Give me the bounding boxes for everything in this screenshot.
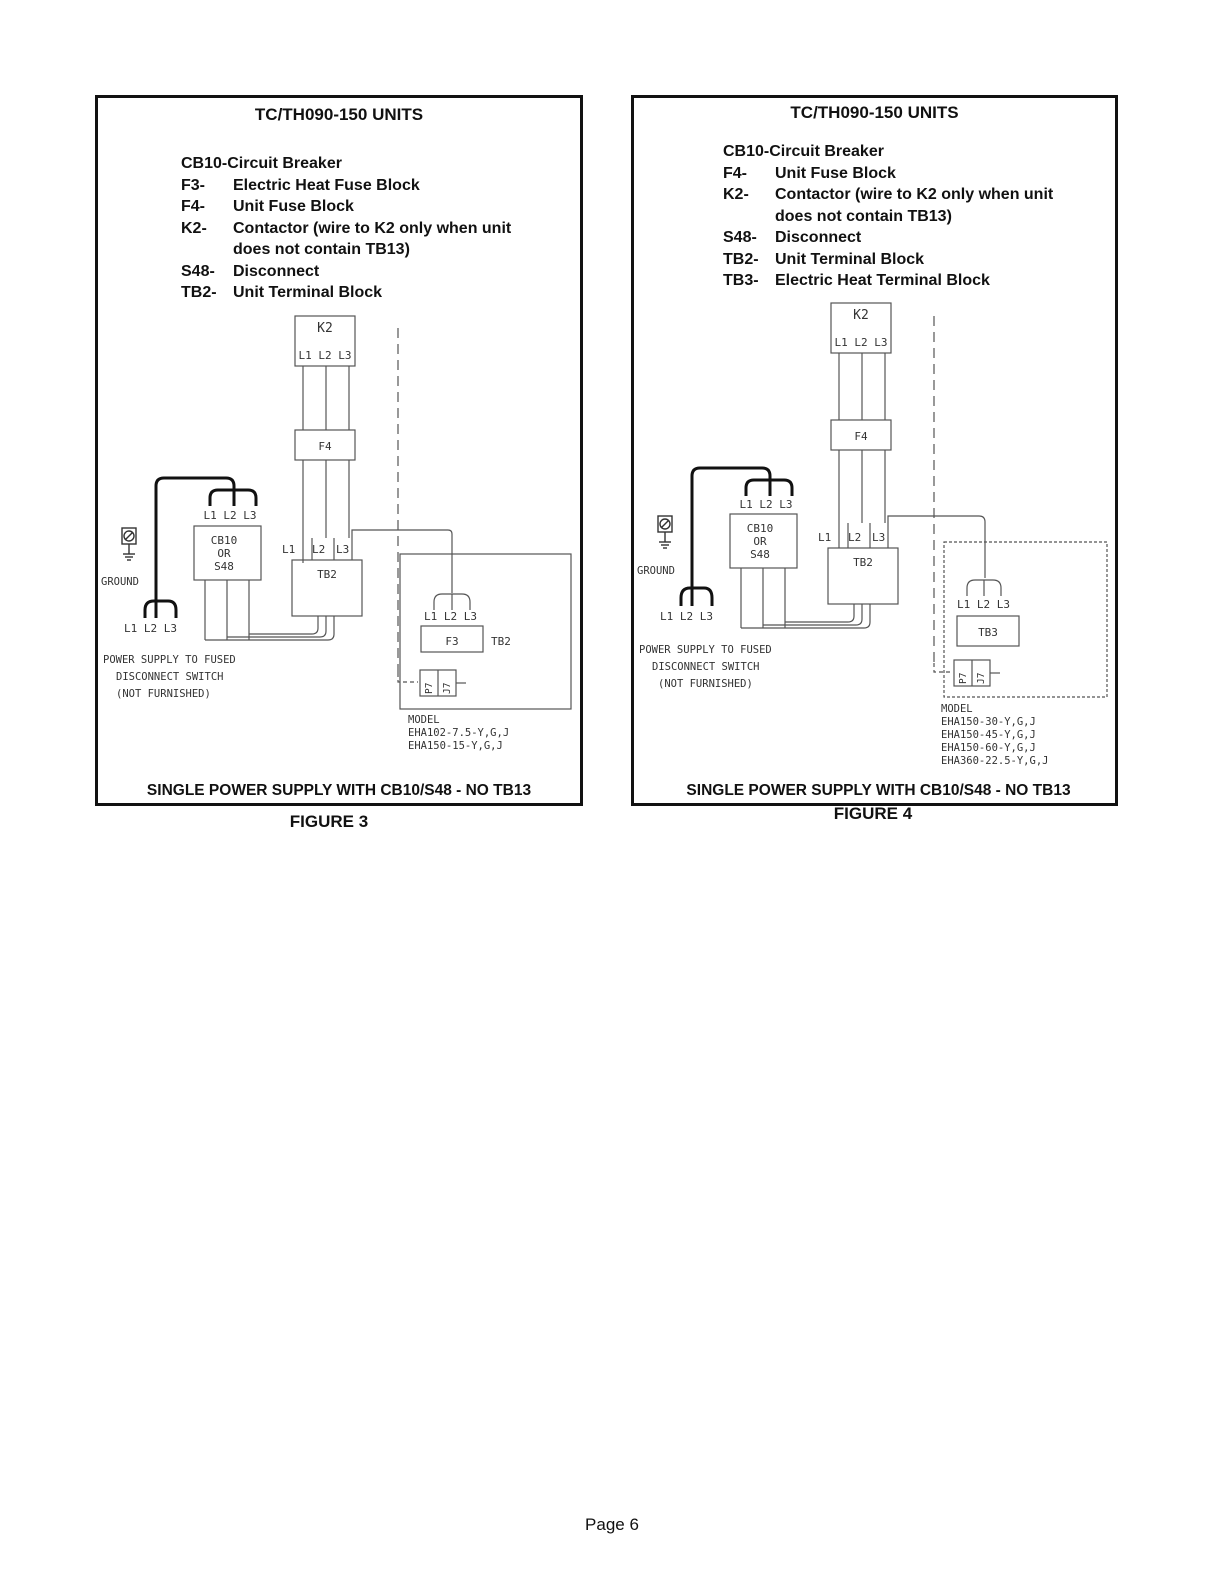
supply-note-2: DISCONNECT SWITCH (652, 661, 759, 673)
k2-contactor-box (830, 302, 892, 354)
j7-label: J7 (976, 673, 987, 684)
f4-fuse-box (294, 429, 356, 461)
tb2-l3: L3 (872, 531, 885, 544)
f4-label: F4 (318, 440, 332, 453)
tb2-l1: L1 (818, 531, 831, 544)
supply-terminals: L1 L2 L3 (660, 610, 713, 623)
supply-terminals: L1 L2 L3 (124, 622, 177, 635)
k2-contactor-box (294, 315, 356, 367)
model-2: EHA150-15-Y,G,J (408, 740, 503, 752)
tb2-terminal-box (827, 547, 899, 605)
p7-label: P7 (424, 683, 435, 694)
cb-or: OR (753, 535, 767, 548)
supply-note-3: (NOT FURNISHED) (116, 688, 211, 700)
heat-tb2-label: TB2 (491, 635, 511, 648)
legend-text-continued: does not contain TB13) (775, 207, 952, 225)
supply-note-1: POWER SUPPLY TO FUSED (103, 654, 236, 666)
legend-text: Unit Fuse Block (775, 164, 896, 182)
tb2-terminal-box (291, 559, 363, 617)
model-label: MODEL (941, 703, 973, 715)
legend-code: K2- (181, 219, 207, 237)
heat-section-frame (943, 541, 1108, 698)
tb2-l1: L1 (282, 543, 295, 556)
figure-3-panel: TC/TH090-150 UNITS CB10-Circuit Breaker … (95, 95, 583, 806)
figure-4-legend: CB10-Circuit Breaker F4-Unit Fuse Block … (723, 141, 1053, 292)
figure-4-caption: SINGLE POWER SUPPLY WITH CB10/S48 - NO T… (686, 782, 1071, 799)
legend-text: Contactor (wire to K2 only when unit (775, 186, 1054, 203)
figure-3-wiring-diagram: K2 L1 L2 L3 F4 L1 L2 L3 CB10 OR S48 L1 L… (101, 315, 572, 752)
legend-text: Contactor (wire to K2 only when unit (233, 219, 512, 237)
figure-4-wiring-diagram: K2 L1 L2 L3 F4 L1 L2 L3 CB10 OR S48 L1 L… (637, 302, 1108, 767)
legend-code: TB2- (723, 250, 759, 268)
figure-3-label: FIGURE 3 (289, 812, 369, 831)
figure-3-caption: SINGLE POWER SUPPLY WITH CB10/S48 - NO T… (146, 782, 532, 799)
model-1: EHA102-7.5-Y,G,J (408, 727, 509, 739)
legend-text: Disconnect (233, 262, 320, 280)
f4-fuse-box (830, 419, 892, 451)
figure-4-title: TC/TH090-150 UNITS (790, 103, 959, 122)
legend-code: F4- (181, 198, 205, 215)
model-4: EHA360-22.5-Y,G,J (941, 755, 1048, 767)
ground-icon (121, 527, 137, 561)
ground-label: GROUND (637, 565, 675, 577)
legend-code: K2- (723, 186, 749, 203)
cb-label: CB10 (211, 534, 238, 547)
tb3-terminal-box (956, 615, 1020, 647)
legend-code: F4- (723, 164, 747, 182)
tb2-l3: L3 (336, 543, 349, 556)
tb3-label: TB3 (978, 626, 998, 639)
page-number: Page 6 (585, 1515, 639, 1534)
f3-label: F3 (445, 635, 458, 648)
heat-terminals: L1 L2 L3 (424, 610, 477, 623)
k2-label: K2 (853, 308, 869, 323)
legend-code: TB2- (181, 284, 217, 301)
legend-cb10: CB10-Circuit Breaker (723, 143, 884, 160)
s48-label: S48 (750, 548, 770, 561)
cb-label: CB10 (747, 522, 774, 535)
tb2-l2: L2 (848, 531, 861, 544)
legend-text-continued: does not contain TB13) (233, 241, 410, 258)
legend-text: Unit Terminal Block (775, 250, 925, 268)
legend-text: Disconnect (775, 229, 862, 246)
heat-terminals: L1 L2 L3 (957, 598, 1010, 611)
cb-terminals: L1 L2 L3 (204, 509, 257, 522)
ground-icon (657, 515, 673, 549)
k2-terminals: L1 L2 L3 (835, 336, 888, 349)
model-1: EHA150-30-Y,G,J (941, 716, 1036, 728)
figure-4-label: FIGURE 4 (833, 804, 913, 823)
legend-text: Electric Heat Terminal Block (775, 272, 990, 289)
legend-code: S48- (723, 229, 757, 246)
supply-note-1: POWER SUPPLY TO FUSED (639, 644, 772, 656)
f3-fuse-box (420, 625, 484, 653)
supply-note-2: DISCONNECT SWITCH (116, 671, 223, 683)
cb-or: OR (217, 547, 231, 560)
k2-label: K2 (317, 321, 333, 336)
k2-terminals: L1 L2 L3 (299, 349, 352, 362)
figure-3-legend: CB10-Circuit Breaker F3- Electric Heat Fu… (181, 153, 511, 304)
legend-text: Unit Terminal Block (233, 284, 383, 301)
legend-code: F3- (181, 176, 205, 194)
tb2-label: TB2 (317, 568, 337, 581)
legend-code: S48- (181, 262, 215, 280)
model-3: EHA150-60-Y,G,J (941, 742, 1036, 754)
legend-cb10: CB10-Circuit Breaker (181, 155, 342, 172)
model-label: MODEL (408, 714, 440, 726)
p7-label: P7 (958, 673, 969, 684)
figure-3-title: TC/TH090-150 UNITS (254, 105, 424, 124)
f4-label: F4 (854, 430, 868, 443)
heat-section-frame (399, 553, 572, 710)
legend-text: Electric Heat Fuse Block (233, 176, 420, 194)
legend-code: TB3- (723, 272, 759, 289)
cb-terminals: L1 L2 L3 (740, 498, 793, 511)
tb2-label: TB2 (853, 556, 873, 569)
tb2-l2: L2 (312, 543, 325, 556)
j7-label: J7 (442, 683, 453, 694)
s48-label: S48 (214, 560, 234, 573)
ground-label: GROUND (101, 576, 139, 588)
legend-text: Unit Fuse Block (233, 198, 354, 215)
figure-4-panel: TC/TH090-150 UNITS CB10-Circuit Breaker … (631, 95, 1118, 806)
model-2: EHA150-45-Y,G,J (941, 729, 1036, 741)
supply-note-3: (NOT FURNISHED) (658, 678, 753, 690)
